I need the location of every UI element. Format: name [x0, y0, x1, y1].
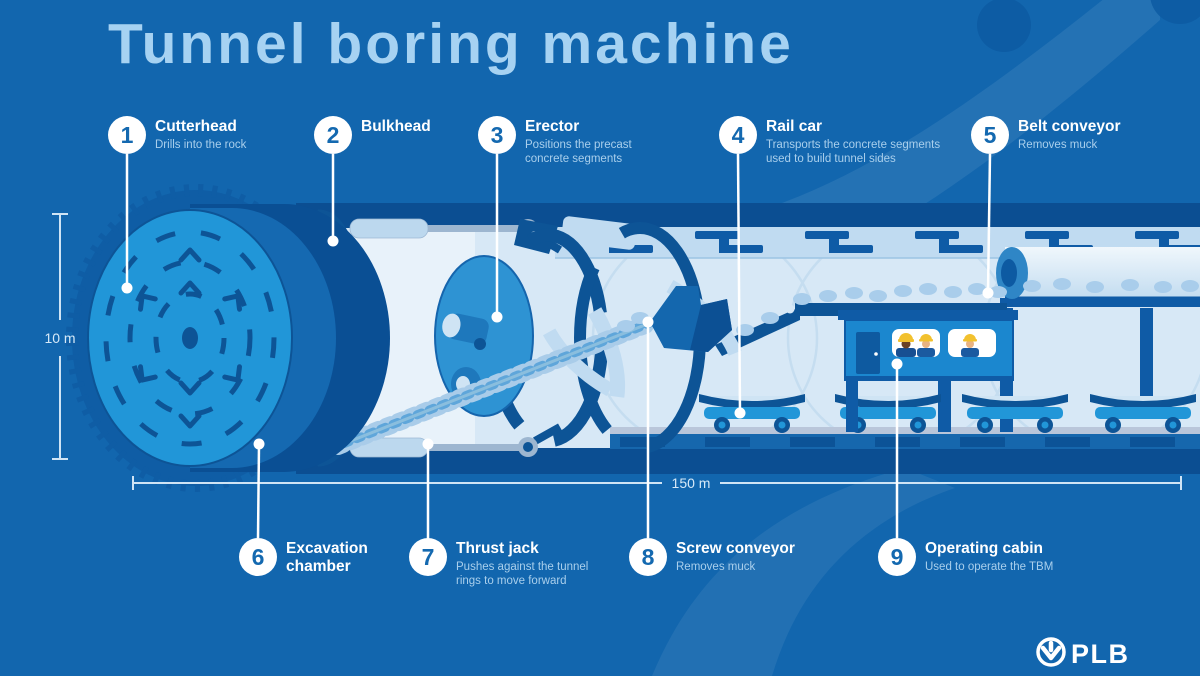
cabin-door — [856, 332, 880, 374]
number-badge-3 — [478, 116, 516, 154]
number-badge-2 — [314, 116, 352, 154]
conveyor-frame-post — [1140, 308, 1153, 397]
label-screw-conveyor: 8 Screw conveyor Removes muck — [629, 538, 795, 576]
page-title: Tunnel boring machine — [108, 12, 794, 76]
rail-track — [610, 427, 1200, 434]
dimension-length: 150 m — [132, 475, 1182, 491]
tunnel-floor — [610, 434, 1200, 449]
label-excavation-chamber: 6 Excavation chamber — [239, 538, 368, 576]
number-badge-9 — [878, 538, 916, 576]
label-erector: 3 Erector Positions the precast concrete… — [478, 116, 633, 165]
number-badge-4 — [719, 116, 757, 154]
svg-text:8: 8 — [642, 544, 655, 570]
label-title: Thrust jack — [456, 540, 539, 557]
length-dimension-label: 150 m — [672, 475, 711, 491]
number-badge-7 — [409, 538, 447, 576]
tunnel-wall-top — [296, 203, 1200, 228]
label-desc: Positions the precast — [525, 139, 633, 151]
label-title: chamber — [286, 558, 351, 575]
svg-text:2: 2 — [327, 122, 340, 148]
svg-text:6: 6 — [252, 544, 265, 570]
number-badge-6 — [239, 538, 277, 576]
label-title: Rail car — [766, 118, 822, 135]
cabin-workers — [896, 333, 979, 357]
svg-text:7: 7 — [422, 544, 435, 570]
dimension-height: 10 m — [44, 213, 76, 460]
number-badge-8 — [629, 538, 667, 576]
plb-logo: PLB — [1036, 637, 1130, 669]
label-desc: Used to operate the TBM — [925, 561, 1053, 573]
decorative-ring-band — [652, 0, 1200, 676]
svg-text:1: 1 — [121, 122, 134, 148]
label-operating-cabin: 9 Operating cabin Used to operate the TB… — [878, 538, 1053, 576]
label-title: Operating cabin — [925, 540, 1043, 557]
label-desc: Drills into the rock — [155, 139, 247, 151]
label-desc: concrete segments — [525, 153, 622, 165]
conveyor-frame-beam — [1000, 298, 1200, 307]
label-cutterhead: 1 Cutterhead Drills into the rock — [108, 116, 247, 154]
label-title: Excavation — [286, 540, 368, 557]
svg-text:5: 5 — [984, 122, 997, 148]
screw-conveyor — [329, 286, 732, 455]
label-thrust-jack: 7 Thrust jack Pushes against the tunnel … — [409, 538, 588, 587]
svg-text:9: 9 — [891, 544, 904, 570]
number-badge-1 — [108, 116, 146, 154]
label-desc: used to build tunnel sides — [766, 153, 896, 165]
operating-cabin — [838, 310, 1018, 432]
leader-lines — [121, 153, 994, 539]
cabin-leg — [846, 380, 858, 432]
decorative-bolt-circle — [977, 0, 1031, 52]
label-title: Belt conveyor — [1018, 118, 1121, 135]
number-badge-5 — [971, 116, 1009, 154]
tunnel-wall-bottom — [296, 448, 1200, 474]
cabin-roof-beam — [838, 310, 1018, 320]
label-title: Bulkhead — [361, 118, 431, 135]
label-belt-conveyor: 5 Belt conveyor Removes muck — [971, 116, 1121, 154]
label-title: Screw conveyor — [676, 540, 795, 557]
label-desc: Removes muck — [1018, 139, 1097, 151]
label-desc: Transports the concrete segments — [766, 139, 940, 151]
label-desc: rings to move forward — [456, 575, 567, 587]
label-rail-car: 4 Rail car Transports the concrete segme… — [719, 116, 940, 165]
label-title: Erector — [525, 118, 579, 135]
cutterhead — [66, 184, 390, 492]
svg-text:3: 3 — [491, 122, 504, 148]
label-desc: Pushes against the tunnel — [456, 561, 588, 573]
logo-text: PLB — [1071, 639, 1130, 669]
down-arrow-circle-icon — [1036, 637, 1066, 667]
label-title: Cutterhead — [155, 118, 237, 135]
label-bulkhead: 2 Bulkhead — [314, 116, 431, 154]
height-dimension-label: 10 m — [44, 330, 75, 346]
svg-text:4: 4 — [732, 122, 745, 148]
decorative-bolt-circle — [1150, 0, 1200, 24]
label-desc: Removes muck — [676, 561, 755, 573]
cutterhead-pattern — [103, 229, 277, 447]
